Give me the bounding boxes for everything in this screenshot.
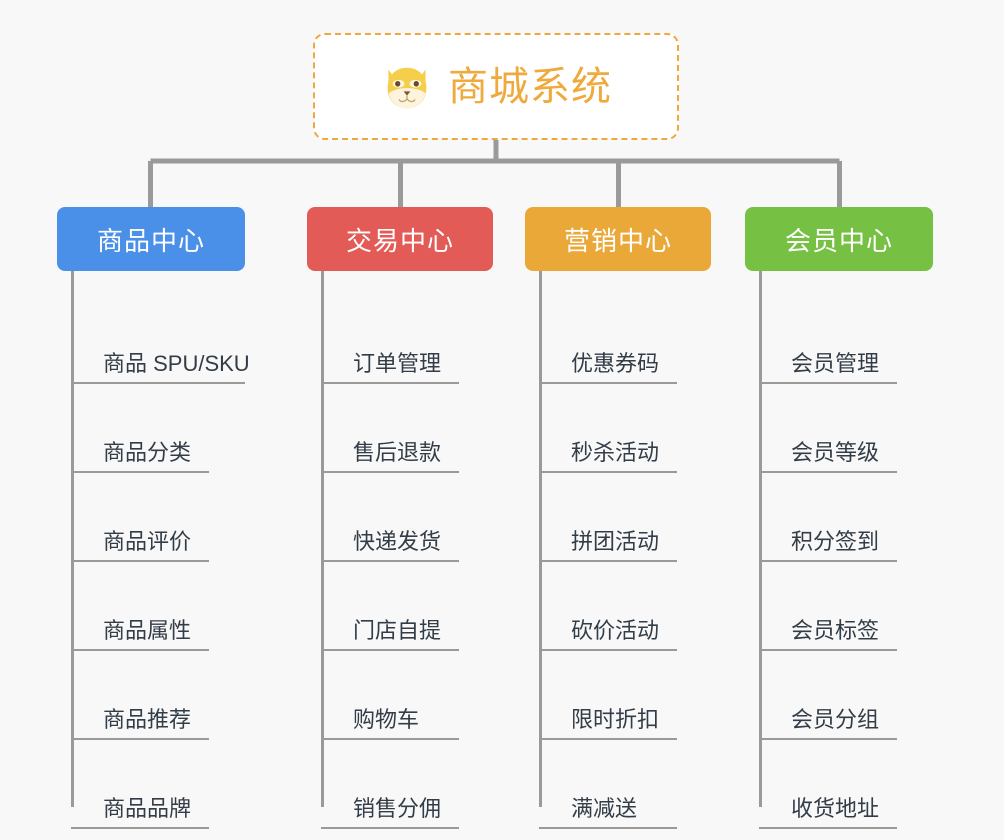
leaf-label: 会员分组 xyxy=(791,706,880,732)
leaf-label: 购物车 xyxy=(353,706,420,732)
leaf-label: 销售分佣 xyxy=(353,795,442,821)
leaf-item[interactable]: 限时折扣 xyxy=(525,651,713,740)
category-header-product-center[interactable]: 商品中心 xyxy=(57,207,245,271)
leaf-item[interactable]: 拼团活动 xyxy=(525,473,713,562)
leaf-label: 售后退款 xyxy=(353,439,442,465)
leaf-label: 限时折扣 xyxy=(571,706,660,732)
leaf-item[interactable]: 商品评价 xyxy=(57,473,245,562)
branch-column-marketing-center: 营销中心 优惠券码 秒杀活动 拼团活动 砍价活动 限时折扣 满减送 xyxy=(525,207,713,829)
leaf-list-product-center: 商品 SPU/SKU 商品分类 商品评价 商品属性 商品推荐 商品品牌 xyxy=(57,271,250,829)
leaf-item[interactable]: 快递发货 xyxy=(307,473,495,562)
leaf-list-marketing-center: 优惠券码 秒杀活动 拼团活动 砍价活动 限时折扣 满减送 xyxy=(525,271,713,829)
leaf-item[interactable]: 会员管理 xyxy=(745,295,933,384)
category-header-label: 交易中心 xyxy=(345,225,454,256)
category-header-label: 营销中心 xyxy=(563,225,672,256)
leaf-item[interactable]: 商品分类 xyxy=(57,384,245,473)
leaf-item[interactable]: 秒杀活动 xyxy=(525,384,713,473)
category-header-marketing-center[interactable]: 营销中心 xyxy=(525,207,711,271)
leaf-label: 会员等级 xyxy=(791,439,880,465)
leaf-label: 订单管理 xyxy=(353,350,442,376)
leaf-label: 商品评价 xyxy=(103,528,192,554)
leaf-item[interactable]: 会员标签 xyxy=(745,562,933,651)
leaf-item[interactable]: 积分签到 xyxy=(745,473,933,562)
leaf-label: 商品分类 xyxy=(103,439,192,465)
leaf-item[interactable]: 商品品牌 xyxy=(57,740,245,829)
leaf-item[interactable]: 砍价活动 xyxy=(525,562,713,651)
leaf-item[interactable]: 销售分佣 xyxy=(307,740,495,829)
leaf-item[interactable]: 商品推荐 xyxy=(57,651,245,740)
leaf-item[interactable]: 收货地址 xyxy=(745,740,933,829)
leaf-label: 商品属性 xyxy=(103,617,192,643)
leaf-label: 优惠券码 xyxy=(571,350,660,376)
leaf-item[interactable]: 商品 SPU/SKU xyxy=(57,295,250,384)
category-header-label: 会员中心 xyxy=(784,225,893,256)
branch-column-member-center: 会员中心 会员管理 会员等级 积分签到 会员标签 会员分组 收货地址 xyxy=(745,207,933,829)
category-header-trade-center[interactable]: 交易中心 xyxy=(307,207,493,271)
category-header-label: 商品中心 xyxy=(96,225,205,256)
leaf-item[interactable]: 售后退款 xyxy=(307,384,495,473)
leaf-label: 商品推荐 xyxy=(103,706,192,732)
leaf-item[interactable]: 门店自提 xyxy=(307,562,495,651)
leaf-list-trade-center: 订单管理 售后退款 快递发货 门店自提 购物车 销售分佣 xyxy=(307,271,495,829)
leaf-label: 门店自提 xyxy=(353,617,442,643)
leaf-item[interactable]: 商品属性 xyxy=(57,562,245,651)
leaf-label: 收货地址 xyxy=(791,795,880,821)
leaf-label: 快递发货 xyxy=(353,528,442,554)
leaf-list-member-center: 会员管理 会员等级 积分签到 会员标签 会员分组 收货地址 xyxy=(745,271,933,829)
branch-column-trade-center: 交易中心 订单管理 售后退款 快递发货 门店自提 购物车 销售分佣 xyxy=(307,207,495,829)
leaf-label: 商品品牌 xyxy=(103,795,192,821)
leaf-item[interactable]: 满减送 xyxy=(525,740,713,829)
leaf-label: 拼团活动 xyxy=(571,528,660,554)
leaf-item[interactable]: 优惠券码 xyxy=(525,295,713,384)
leaf-label: 会员管理 xyxy=(791,350,880,376)
shiba-inu-emoji xyxy=(387,67,427,108)
leaf-label: 会员标签 xyxy=(791,617,880,643)
category-header-member-center[interactable]: 会员中心 xyxy=(745,207,933,271)
branch-column-product-center: 商品中心 商品 SPU/SKU 商品分类 商品评价 商品属性 商品推荐 商品品牌 xyxy=(57,207,250,829)
root-title: 商城系统 xyxy=(448,64,612,109)
root-node[interactable]: 商城系统 xyxy=(313,33,679,140)
leaf-label: 秒杀活动 xyxy=(571,439,660,465)
leaf-label: 满减送 xyxy=(571,795,638,821)
leaf-label: 砍价活动 xyxy=(571,617,660,643)
leaf-label: 商品 SPU/SKU xyxy=(103,350,250,376)
leaf-item[interactable]: 订单管理 xyxy=(307,295,495,384)
leaf-item[interactable]: 会员等级 xyxy=(745,384,933,473)
leaf-item[interactable]: 购物车 xyxy=(307,651,495,740)
leaf-item[interactable]: 会员分组 xyxy=(745,651,933,740)
leaf-label: 积分签到 xyxy=(791,528,880,554)
